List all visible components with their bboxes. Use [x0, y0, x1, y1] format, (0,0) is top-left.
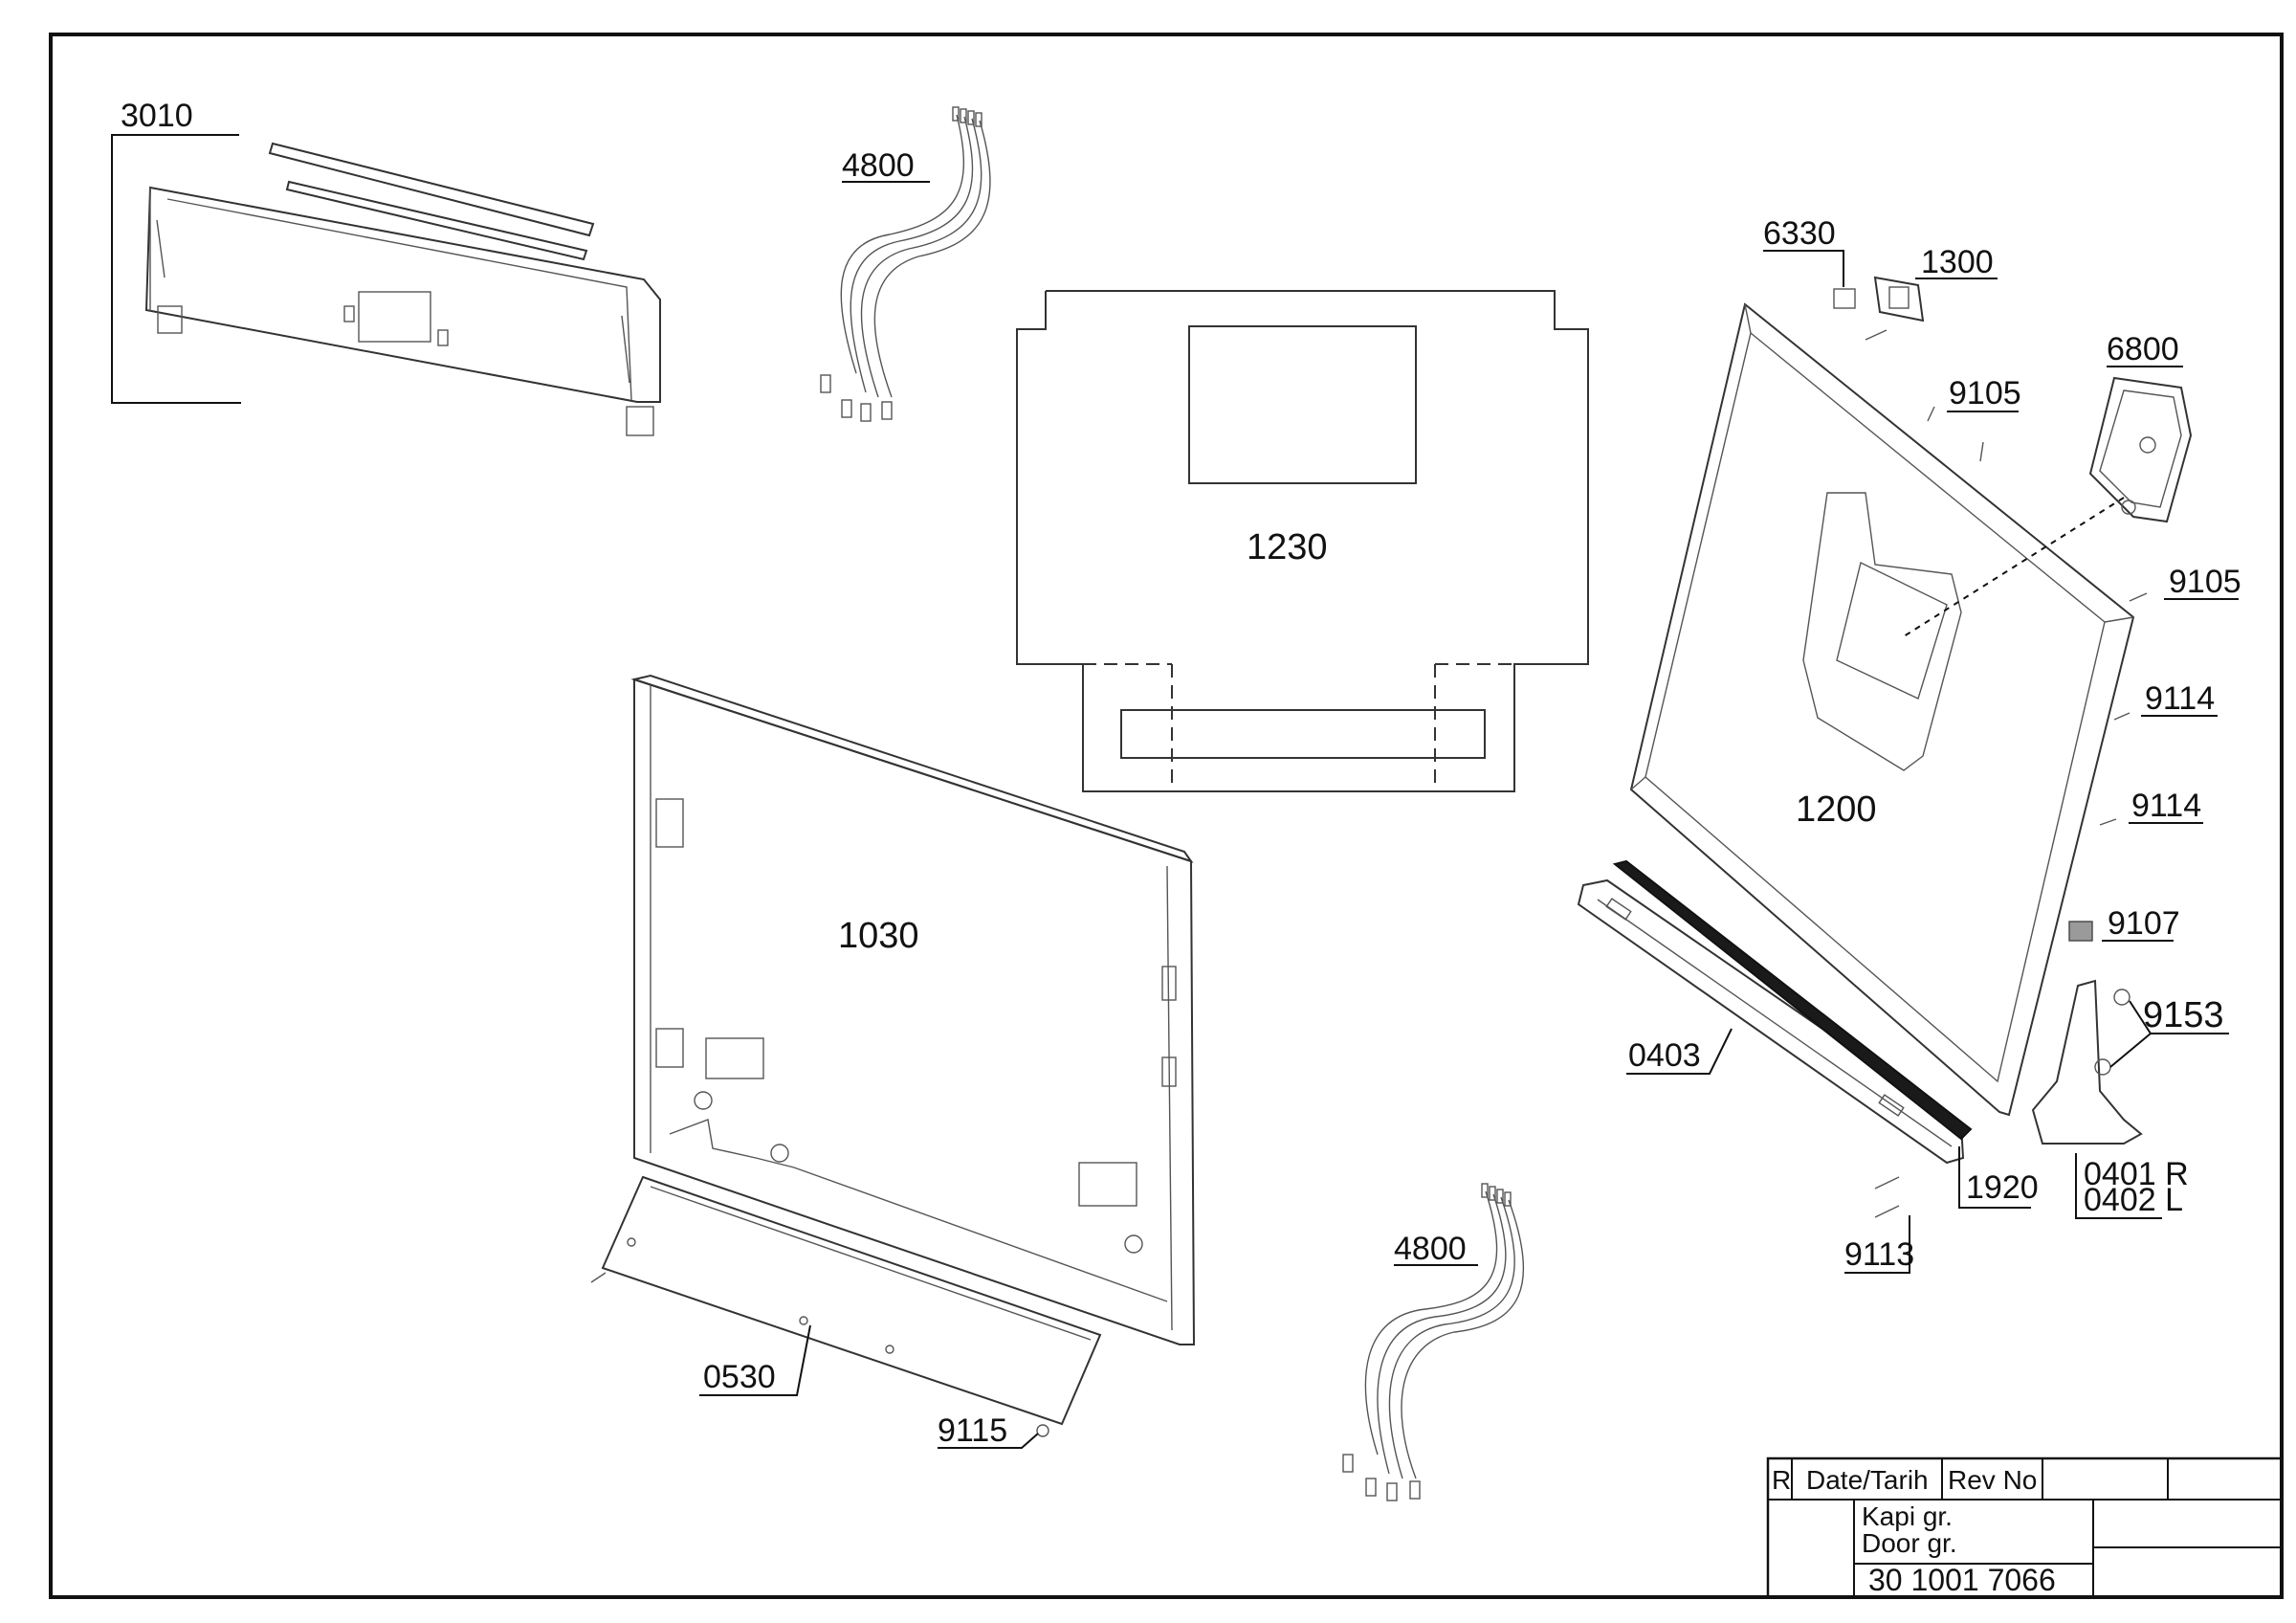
part-6330-1300-latch: [1763, 250, 1998, 341]
title-block: [1766, 1456, 2284, 1599]
part-0403-rail: [1577, 878, 1965, 1165]
part-9105-screws: [1927, 406, 2239, 602]
part-9114-screws: [2099, 712, 2218, 826]
title-block-r: R: [1772, 1465, 1791, 1495]
part-1200-outer-door: [1629, 302, 2135, 1117]
callout-6330: 6330: [1763, 215, 1836, 252]
callout-0401: 0401 R: [2084, 1156, 2189, 1192]
callout-9105-right: 9105: [2169, 564, 2241, 600]
callout-1030: 1030: [838, 916, 919, 956]
title-block-rev: Rev No: [1948, 1465, 2037, 1495]
part-9113-screws: [1844, 1176, 1910, 1274]
callout-0402: 0402 L: [2084, 1182, 2183, 1218]
part-3010-control-panel: [111, 134, 661, 436]
title-block-name-en: Door gr.: [1862, 1528, 1957, 1558]
part-1230-insulation: [1016, 290, 1589, 792]
callout-9153: 9153: [2143, 995, 2224, 1035]
part-9115-screw: [938, 1424, 1049, 1449]
part-4800-wiring-top: [820, 106, 991, 422]
part-0530-bottom-cover: [590, 1175, 1102, 1426]
callout-1920: 1920: [1966, 1169, 2039, 1206]
callout-0530: 0530: [703, 1359, 776, 1395]
callout-9105-top: 9105: [1949, 375, 2021, 411]
callout-4800-bottom: 4800: [1394, 1231, 1467, 1267]
callout-1300: 1300: [1921, 244, 1994, 280]
callout-9107: 9107: [2108, 905, 2180, 942]
callout-1230: 1230: [1247, 527, 1328, 567]
title-block-date: Date/Tarih: [1806, 1465, 1929, 1495]
title-block-number: 30 1001 7066: [1868, 1563, 2056, 1597]
callout-1200: 1200: [1796, 789, 1877, 830]
callout-9113: 9113: [1844, 1236, 1914, 1273]
callout-0403: 0403: [1628, 1037, 1701, 1074]
part-9153-hinge-screws: [2031, 979, 2229, 1219]
callout-9115: 9115: [938, 1412, 1007, 1449]
drawing-border: [49, 33, 2284, 1599]
callout-6800: 6800: [2107, 331, 2179, 367]
callout-3010: 3010: [121, 98, 193, 134]
part-4800-wiring-bottom: [1342, 1183, 1525, 1501]
callout-4800-top: 4800: [842, 147, 915, 184]
callout-9114-bottom: 9114: [2131, 788, 2201, 824]
title-block-name-tr: Kapi gr.: [1862, 1501, 1953, 1531]
part-9107-clip: [2068, 921, 2174, 942]
callout-9114-top: 9114: [2145, 680, 2215, 717]
part-1920-gasket: [1612, 859, 2031, 1209]
part-6800-dispenser: [1903, 366, 2193, 637]
part-1030-inner-door: [630, 674, 1196, 1345]
